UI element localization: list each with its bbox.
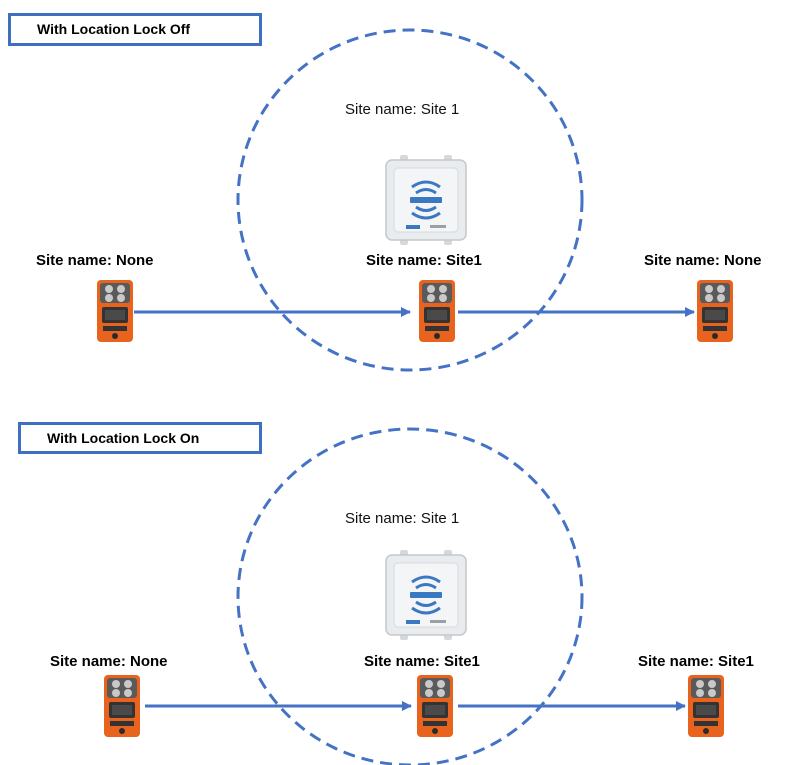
gas-detector-icon — [419, 280, 455, 342]
gas-detector-icon — [688, 675, 724, 737]
device-left-label: Site name: None — [50, 653, 168, 670]
lock-off-scenario: With Location Lock Off Site name: Site 1… — [8, 13, 762, 372]
device-left-label: Site name: None — [36, 252, 154, 269]
lock-on-scenario: With Location Lock On Site name: Site 1 … — [0, 405, 792, 765]
beacon-icon — [384, 153, 468, 247]
site-zone-circle — [236, 427, 584, 765]
site-zone-circle — [236, 28, 584, 372]
gas-detector-icon — [104, 675, 140, 737]
mode-label: With Location Lock On — [18, 422, 262, 454]
beacon-icon — [384, 548, 468, 642]
device-center-label: Site name: Site1 — [364, 653, 480, 670]
zone-site-label: Site name: Site 1 — [345, 101, 460, 118]
gas-detector-icon — [417, 675, 453, 737]
mode-label: With Location Lock Off — [8, 13, 262, 46]
zone-site-label: Site name: Site 1 — [345, 510, 460, 527]
lock-off-graphics — [97, 28, 733, 372]
gas-detector-icon — [97, 280, 133, 342]
device-center-label: Site name: Site1 — [366, 252, 482, 269]
device-right-label: Site name: Site1 — [638, 653, 754, 670]
device-right-label: Site name: None — [644, 252, 762, 269]
lock-on-graphics — [104, 427, 724, 765]
gas-detector-icon — [697, 280, 733, 342]
